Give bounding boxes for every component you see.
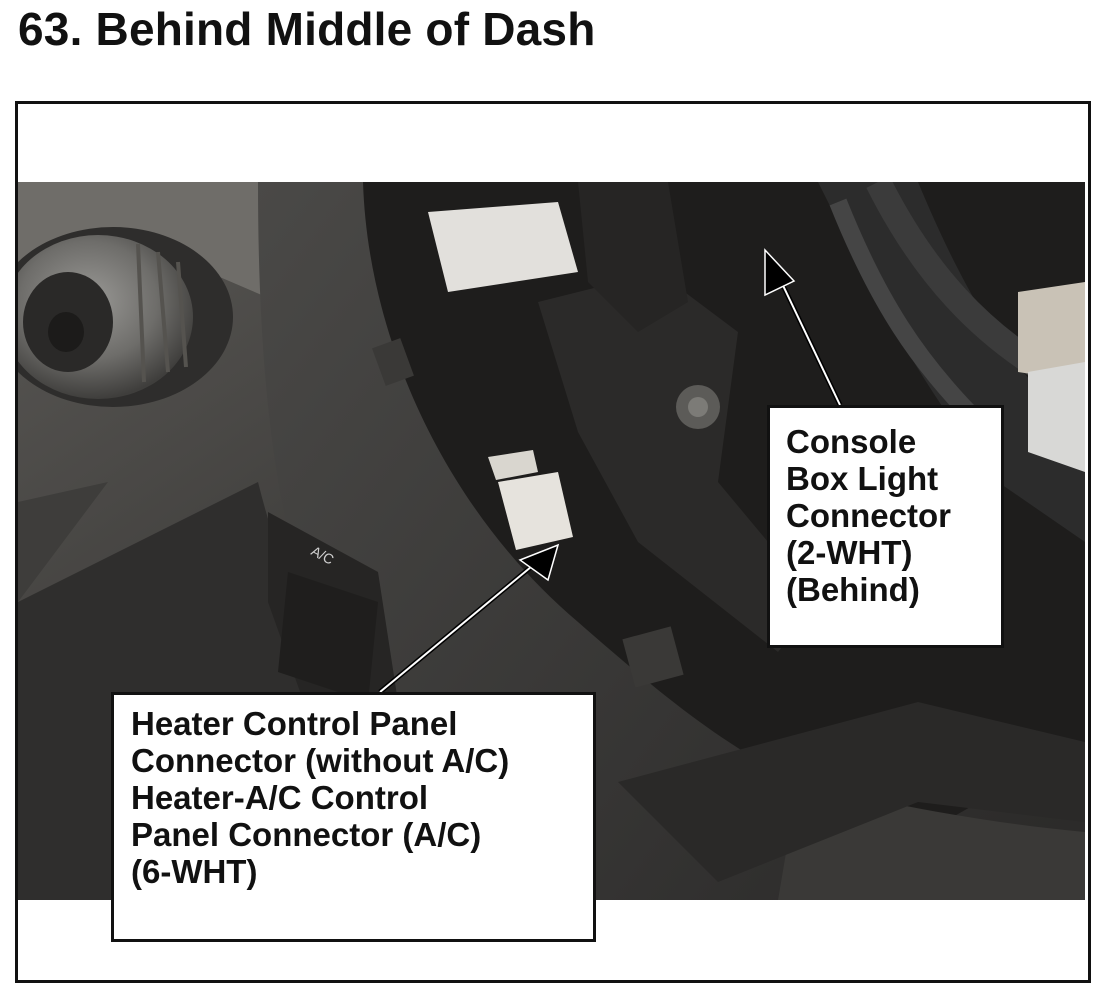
page-title: 63. Behind Middle of Dash [18, 3, 596, 55]
callout-line: (6-WHT) [131, 853, 258, 890]
callout-line: Connector [786, 497, 951, 534]
callout-line: Heater-A/C Control [131, 779, 429, 816]
console-box-light-callout: Console Box Light Connector (2-WHT) (Beh… [767, 405, 1004, 648]
heater-control-panel-callout: Heater Control Panel Connector (without … [111, 692, 596, 942]
callout-line: Box Light [786, 460, 939, 497]
callout-line: (Behind) [786, 571, 920, 608]
callout-line: Connector (without A/C) [131, 742, 510, 779]
callout-line: Heater Control Panel [131, 705, 458, 742]
callout-line: (2-WHT) [786, 534, 913, 571]
callout-line: Console [786, 423, 917, 460]
callout-line: Panel Connector (A/C) [131, 816, 482, 853]
